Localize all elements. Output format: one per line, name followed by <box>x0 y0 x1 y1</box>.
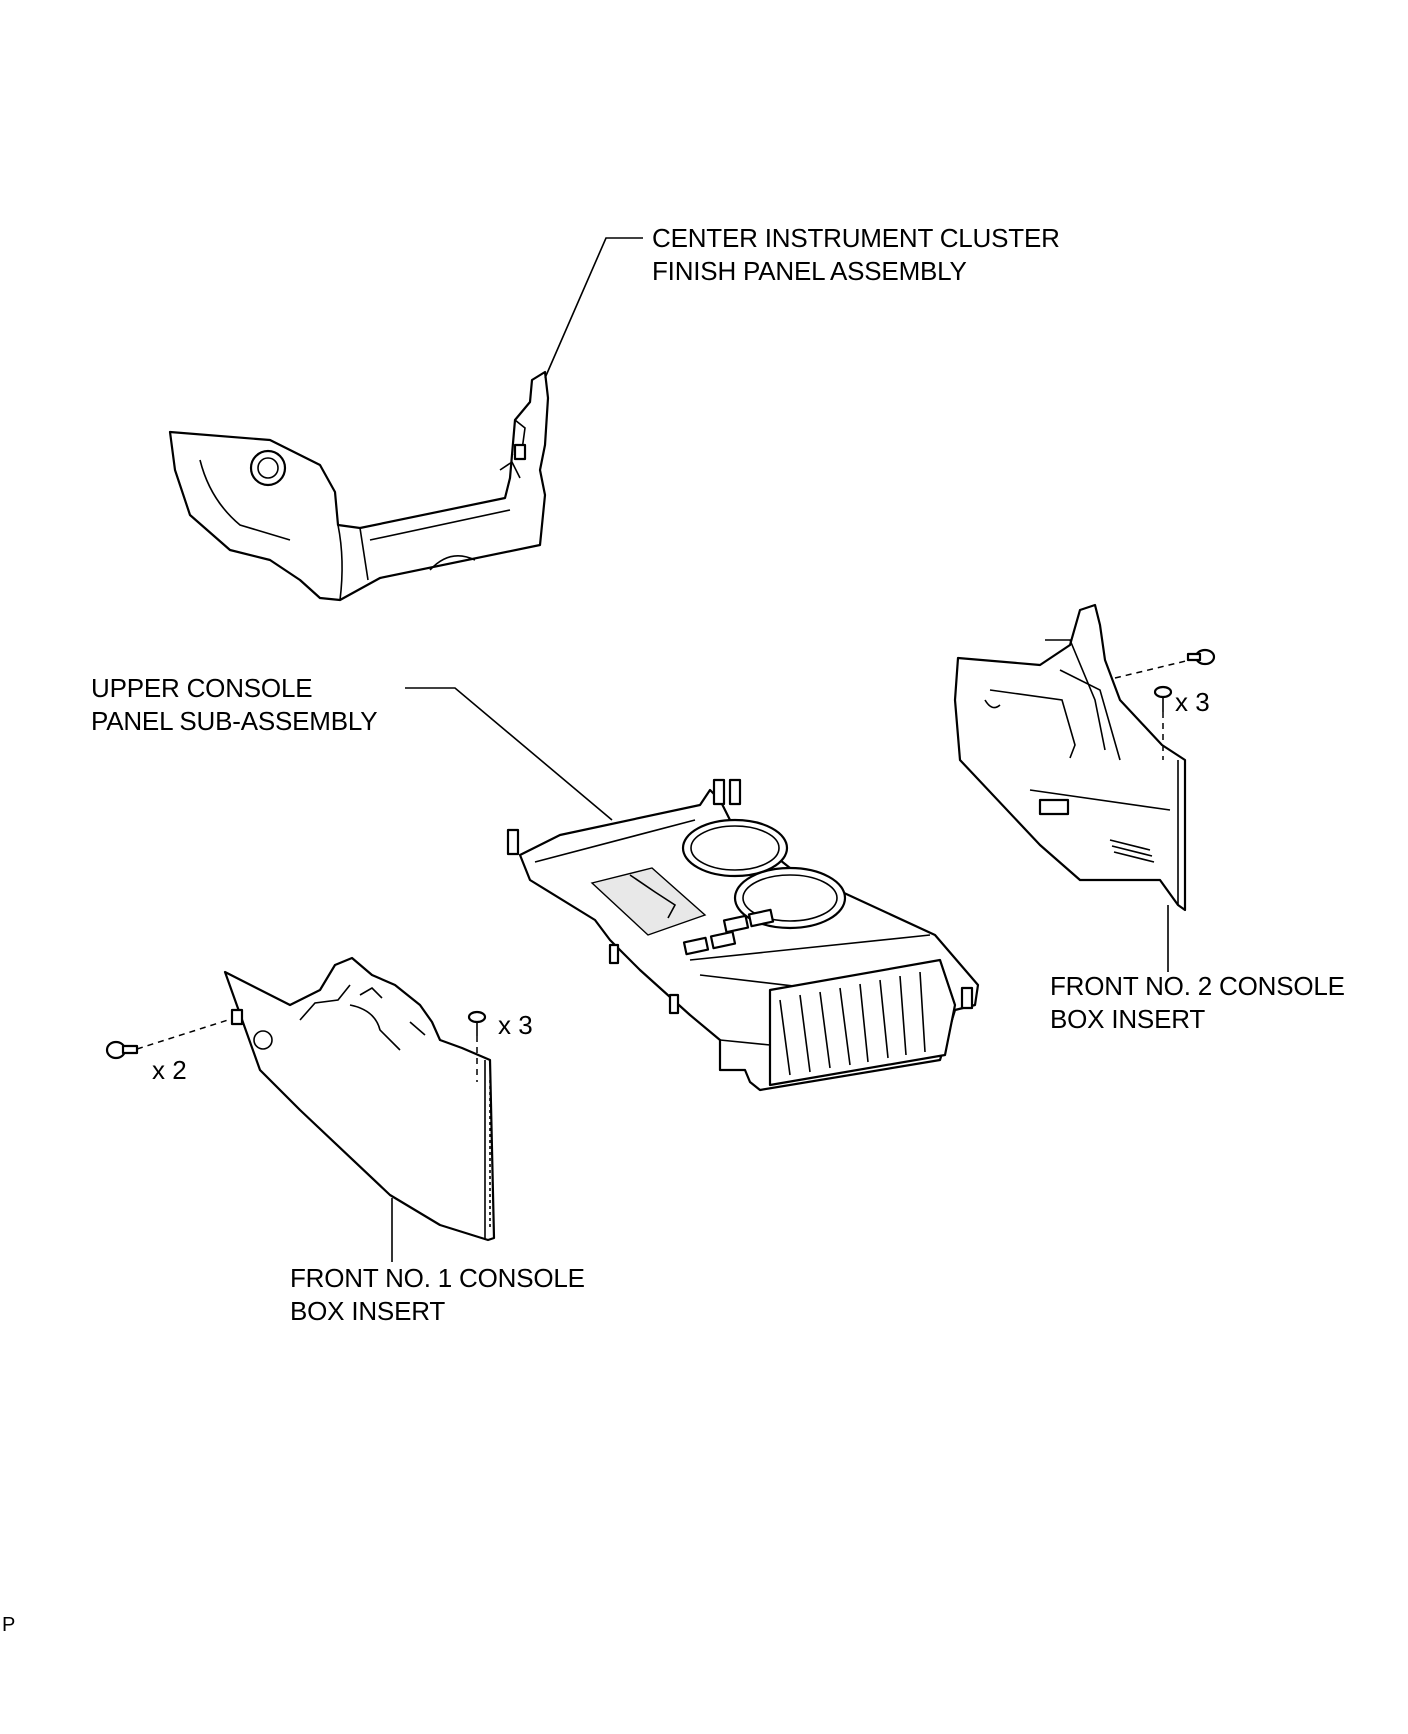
qty-no1-screws: x 3 <box>498 1010 533 1040</box>
upper-console-drawing <box>506 778 980 1092</box>
qty-no2-screws: x 3 <box>1175 687 1210 717</box>
leader-center-cluster <box>544 237 643 379</box>
no2-side-clip <box>1114 648 1216 679</box>
qty-no1-clips: x 2 <box>152 1055 187 1085</box>
label-line: PANEL SUB-ASSEMBLY <box>91 706 378 736</box>
label-line: FRONT NO. 2 CONSOLE <box>1050 971 1345 1001</box>
label-line: BOX INSERT <box>1050 1004 1206 1034</box>
no1-screw-icon <box>467 1010 487 1082</box>
label-upper-console: UPPER CONSOLE PANEL SUB-ASSEMBLY <box>91 672 378 738</box>
label-line: FINISH PANEL ASSEMBLY <box>652 256 967 286</box>
label-front-no2: FRONT NO. 2 CONSOLE BOX INSERT <box>1050 970 1345 1036</box>
front-no1-insert-drawing <box>223 956 496 1242</box>
label-line: CENTER INSTRUMENT CLUSTER <box>652 223 1060 253</box>
label-line: FRONT NO. 1 CONSOLE <box>290 1263 585 1293</box>
center-cluster-panel-drawing <box>168 370 550 602</box>
label-line: UPPER CONSOLE <box>91 673 313 703</box>
no1-clip-icon <box>105 1019 229 1060</box>
footer-code: P <box>2 1614 16 1636</box>
leader-upper-console <box>405 687 613 821</box>
no2-top-screw-icon <box>1153 685 1173 760</box>
front-no2-insert-drawing <box>953 603 1187 912</box>
label-front-no1: FRONT NO. 1 CONSOLE BOX INSERT <box>290 1262 585 1328</box>
label-center-cluster: CENTER INSTRUMENT CLUSTER FINISH PANEL A… <box>652 222 1060 288</box>
label-line: BOX INSERT <box>290 1296 446 1326</box>
